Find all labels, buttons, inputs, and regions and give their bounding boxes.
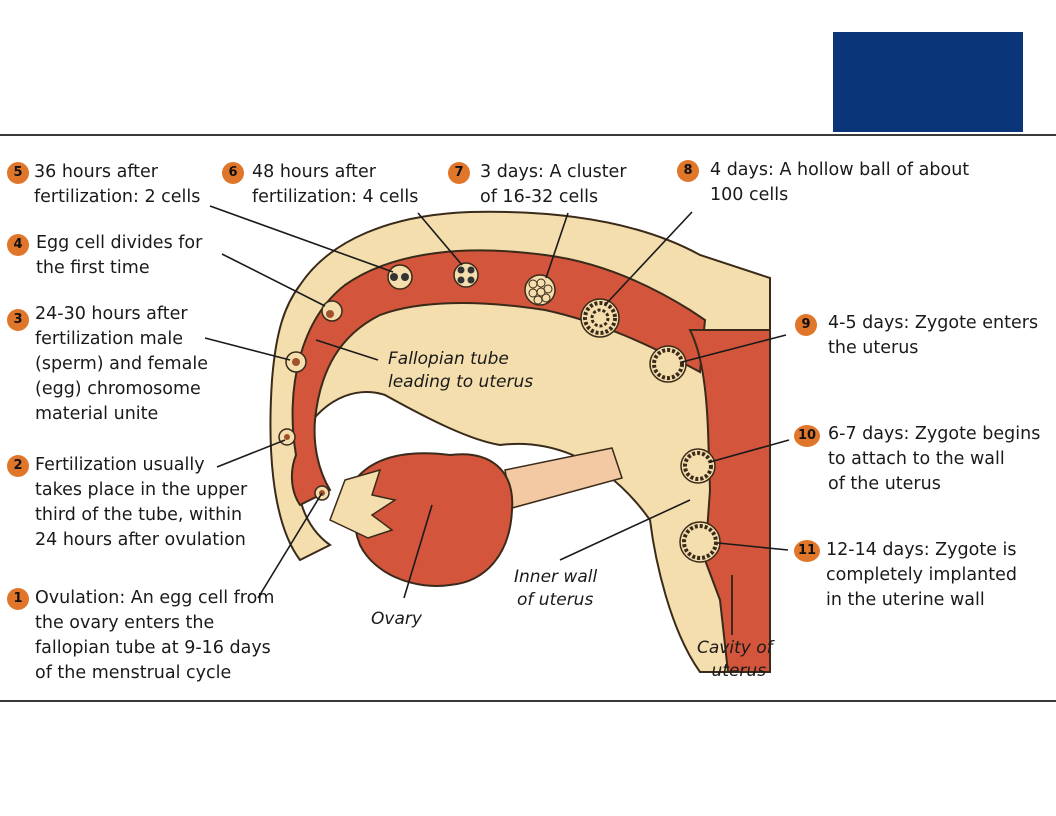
caption-line: 24-30 hours after: [35, 304, 188, 324]
step-badge-5: 5: [7, 162, 29, 184]
caption-line: fertilization: 4 cells: [252, 187, 419, 207]
caption-line: 3 days: A cluster: [480, 162, 627, 182]
step-2-caption: Fertilization usually takes place in the…: [35, 453, 247, 553]
step-3-caption: 24-30 hours after fertilization male (sp…: [35, 302, 208, 427]
step-badge-10: 10: [794, 425, 820, 447]
caption-line: in the uterine wall: [826, 590, 985, 610]
zygote-implanted: [679, 521, 721, 563]
caption-line: (egg) chromosome: [35, 379, 201, 399]
caption-line: (sperm) and female: [35, 354, 208, 374]
step-badge-8: 8: [677, 160, 699, 182]
caption-line: completely implanted: [826, 565, 1017, 585]
label-line: leading to uterus: [388, 372, 534, 392]
label-line: of uterus: [517, 590, 594, 610]
leader-lines: [204, 205, 790, 635]
step-11-caption: 12-14 days: Zygote is completely implant…: [826, 538, 1017, 613]
caption-line: fertilization male: [35, 329, 183, 349]
caption-line: Egg cell divides for: [36, 233, 203, 253]
step-4-caption: Egg cell divides for the first time: [36, 231, 202, 281]
step-badge-3: 3: [7, 309, 29, 331]
step-badge-2: 2: [7, 455, 29, 477]
step-badge-4: 4: [7, 234, 29, 256]
two-cell-stage: [387, 264, 413, 290]
step-badge-6: 6: [222, 162, 244, 184]
caption-line: 6-7 days: Zygote begins: [828, 424, 1041, 444]
caption-line: fallopian tube at 9-16 days: [35, 638, 271, 658]
fimbriae: [329, 468, 397, 539]
caption-line: of 16-32 cells: [480, 187, 599, 207]
step-badge-9: 9: [795, 314, 817, 336]
step-5-caption: 36 hours after fertilization: 2 cells: [34, 160, 200, 210]
caption-line: Ovulation: An egg cell from: [35, 588, 275, 608]
navy-accent-block: [833, 32, 1023, 132]
step-10-caption: 6-7 days: Zygote begins to attach to the…: [828, 422, 1040, 497]
caption-line: 36 hours after: [34, 162, 158, 182]
label-line: Inner wall: [514, 567, 598, 587]
caption-line: 48 hours after: [252, 162, 376, 182]
caption-line: Fertilization usually: [35, 455, 205, 475]
egg-cell-fertilization: [278, 428, 296, 446]
caption-line: 24 hours after ovulation: [35, 530, 246, 550]
caption-line: takes place in the upper: [35, 480, 248, 500]
caption-line: 12-14 days: Zygote is: [826, 540, 1017, 560]
morula-16-32-cells: [524, 274, 556, 306]
caption-line: the ovary enters the: [35, 613, 215, 633]
diagram-panel: [0, 134, 1056, 702]
step-1-caption: Ovulation: An egg cell from the ovary en…: [35, 586, 274, 686]
ovary-label: Ovary: [371, 609, 422, 629]
caption-line: 100 cells: [710, 185, 789, 205]
step-badge-11: 11: [794, 540, 820, 562]
blastocyst-100-cells: [580, 298, 620, 338]
ovarian-ligament: [504, 447, 623, 509]
caption-line: to attach to the wall: [828, 449, 1005, 469]
caption-line: third of the tube, within: [35, 505, 243, 525]
step-badge-7: 7: [448, 162, 470, 184]
caption-line: fertilization: 2 cells: [34, 187, 201, 207]
caption-line: of the menstrual cycle: [35, 663, 232, 683]
zygote-attaching: [680, 448, 716, 484]
caption-line: material unite: [35, 404, 159, 424]
step-8-caption: 4 days: A hollow ball of about 100 cells: [710, 158, 969, 208]
label-line: Fallopian tube: [388, 349, 509, 369]
step-6-caption: 48 hours after fertilization: 4 cells: [252, 160, 418, 210]
zygote-entering-uterus: [649, 345, 687, 383]
caption-line: 4 days: A hollow ball of about: [710, 160, 970, 180]
cavity-label: Cavity of uterus: [697, 637, 773, 683]
egg-cell-first-division: [321, 300, 343, 322]
caption-line: 4-5 days: Zygote enters: [828, 313, 1039, 333]
step-badge-1: 1: [7, 588, 29, 610]
label-line: uterus: [711, 661, 767, 681]
four-cell-stage: [453, 262, 479, 288]
fallopian-tube-label: Fallopian tube leading to uterus: [388, 348, 533, 394]
caption-line: of the uterus: [828, 474, 941, 494]
caption-line: the first time: [36, 258, 150, 278]
step-7-caption: 3 days: A cluster of 16-32 cells: [480, 160, 627, 210]
step-9-caption: 4-5 days: Zygote enters the uterus: [828, 311, 1038, 361]
inner-wall-label: Inner wall of uterus: [514, 566, 597, 612]
label-line: Cavity of: [697, 638, 773, 658]
uterine-cavity: [688, 329, 771, 673]
ovary: [352, 452, 514, 587]
caption-line: the uterus: [828, 338, 919, 358]
egg-cell-chromosomes: [285, 351, 307, 373]
